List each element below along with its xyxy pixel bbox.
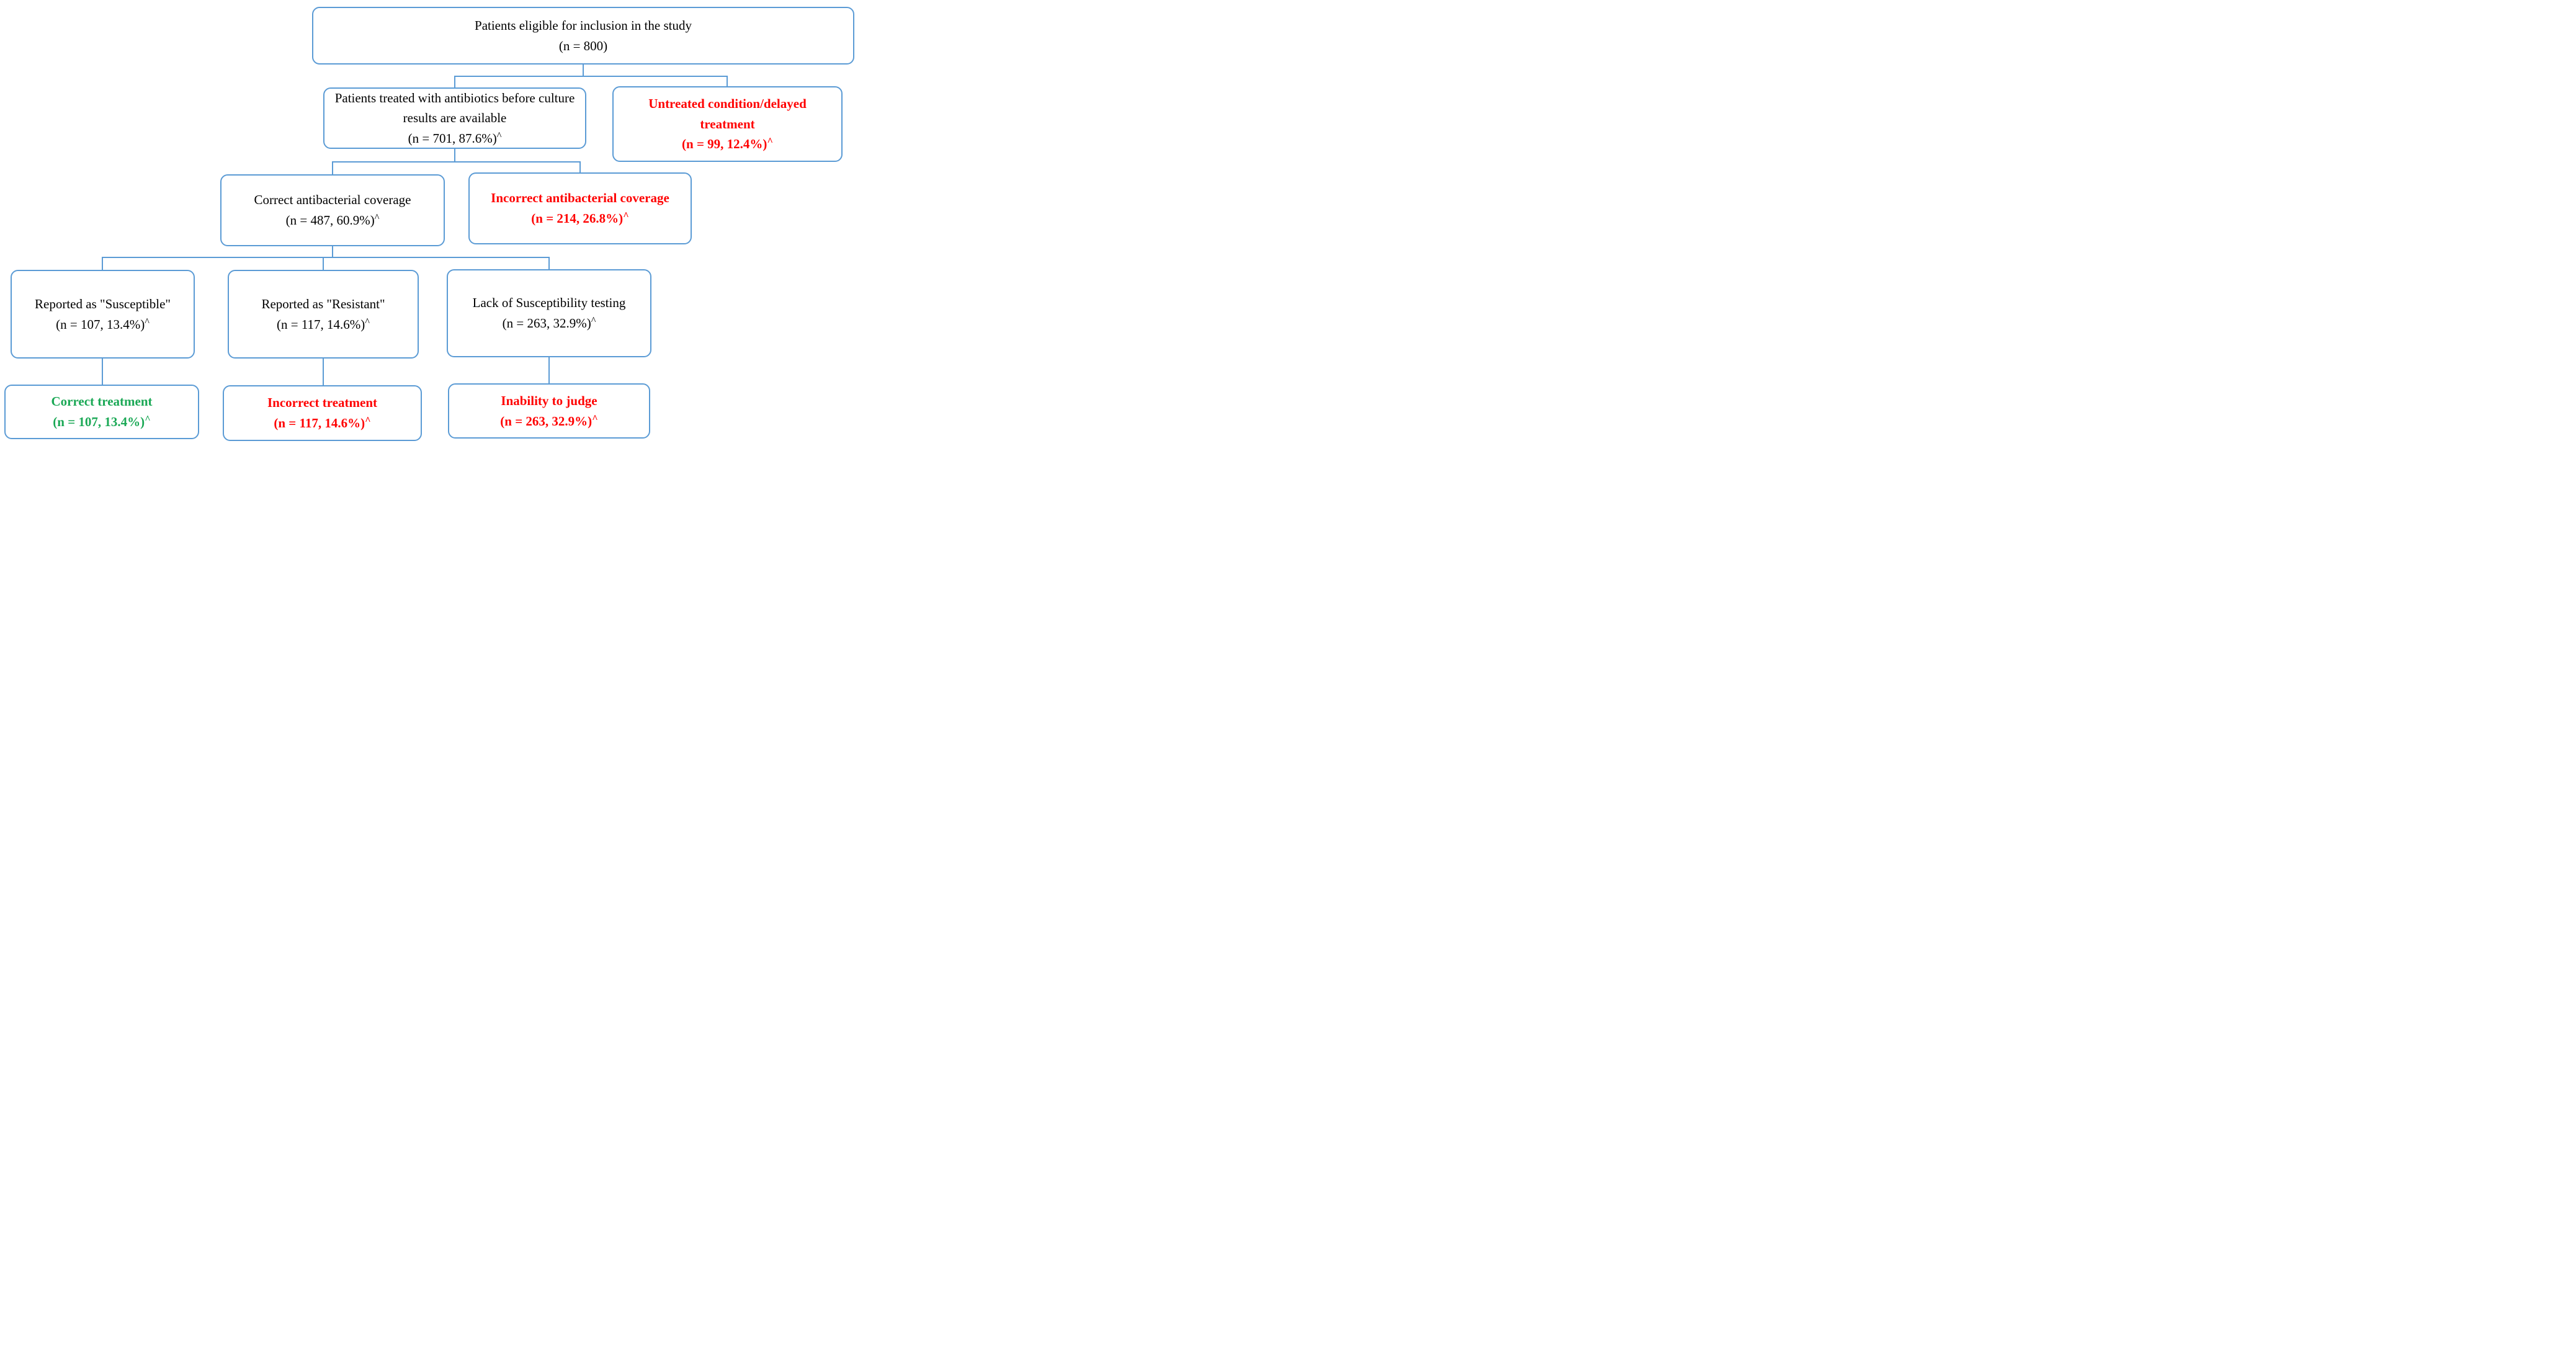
connector-untreated-rise — [727, 76, 728, 86]
node-stat: (n = 99, 12.4%)^ — [682, 135, 773, 152]
connector-susceptible-rise — [102, 257, 103, 270]
node-resistant: Reported as "Resistant" (n = 117, 14.6%)… — [228, 270, 419, 359]
node-stat: (n = 701, 87.6%)^ — [408, 129, 502, 146]
node-label: Patients treated with antibiotics before… — [334, 90, 575, 126]
node-stat: (n = 487, 60.9%)^ — [285, 211, 380, 228]
node-stat: (n = 107, 13.4%)^ — [53, 412, 151, 429]
connector-no-testing-rise — [548, 257, 550, 269]
caret-superscript: ^ — [592, 412, 598, 424]
connector-level2-bar — [454, 76, 728, 77]
connector-no-testing-to-inability — [548, 357, 550, 383]
node-stat: (n = 800) — [558, 38, 608, 53]
node-label: Inability to judge — [501, 393, 597, 408]
caret-superscript: ^ — [591, 314, 596, 326]
connector-resistant-rise — [323, 257, 324, 270]
caret-superscript: ^ — [365, 414, 371, 426]
node-incorrect-coverage: Incorrect antibacterial coverage (n = 21… — [468, 172, 692, 244]
caret-superscript: ^ — [767, 135, 773, 148]
connector-eligible-drop — [583, 65, 584, 77]
node-susceptible: Reported as "Susceptible" (n = 107, 13.4… — [11, 270, 195, 359]
node-label: Lack of Susceptibility testing — [472, 295, 626, 311]
connector-susceptible-to-correct-treatment — [102, 359, 103, 385]
node-label: Patients eligible for inclusion in the s… — [475, 17, 692, 33]
node-correct-coverage: Correct antibacterial coverage (n = 487,… — [220, 174, 445, 246]
node-stat: (n = 117, 14.6%)^ — [274, 414, 371, 430]
connector-correct-coverage-drop — [332, 246, 333, 258]
caret-superscript: ^ — [374, 211, 380, 223]
caret-superscript: ^ — [145, 412, 151, 425]
flowchart-canvas: Patients eligible for inclusion in the s… — [0, 0, 859, 450]
connector-level4-bar — [102, 257, 550, 258]
node-correct-treatment: Correct treatment (n = 107, 13.4%)^ — [4, 385, 199, 439]
caret-superscript: ^ — [365, 315, 370, 328]
connector-correct-coverage-rise — [332, 161, 333, 174]
connector-treated-rise — [454, 76, 455, 87]
connector-incorrect-coverage-rise — [579, 161, 581, 172]
node-label: Reported as "Resistant" — [261, 296, 385, 311]
node-no-testing: Lack of Susceptibility testing (n = 263,… — [447, 269, 651, 357]
node-treated: Patients treated with antibiotics before… — [323, 87, 586, 149]
node-stat: (n = 214, 26.8%)^ — [531, 209, 629, 226]
node-label: Incorrect antibacterial coverage — [491, 190, 669, 206]
node-label: Untreated condition/delayed treatment — [648, 96, 807, 132]
caret-superscript: ^ — [496, 129, 502, 141]
node-label: Correct treatment — [51, 394, 153, 409]
connector-resistant-to-incorrect-treatment — [323, 359, 324, 385]
node-stat: (n = 263, 32.9%)^ — [500, 412, 598, 429]
node-inability: Inability to judge (n = 263, 32.9%)^ — [448, 383, 650, 439]
node-eligible: Patients eligible for inclusion in the s… — [312, 7, 854, 65]
node-stat: (n = 263, 32.9%)^ — [502, 314, 596, 331]
node-label: Correct antibacterial coverage — [254, 192, 411, 208]
connector-level3-bar — [332, 161, 581, 163]
node-label: Incorrect treatment — [267, 395, 378, 411]
connector-treated-drop — [454, 149, 455, 163]
node-untreated: Untreated condition/delayed treatment (n… — [612, 86, 843, 162]
node-stat: (n = 117, 14.6%)^ — [277, 315, 370, 332]
caret-superscript: ^ — [623, 209, 629, 221]
node-stat: (n = 107, 13.4%)^ — [56, 315, 150, 332]
caret-superscript: ^ — [145, 315, 150, 328]
node-incorrect-treatment: Incorrect treatment (n = 117, 14.6%)^ — [223, 385, 422, 441]
node-label: Reported as "Susceptible" — [35, 296, 171, 311]
